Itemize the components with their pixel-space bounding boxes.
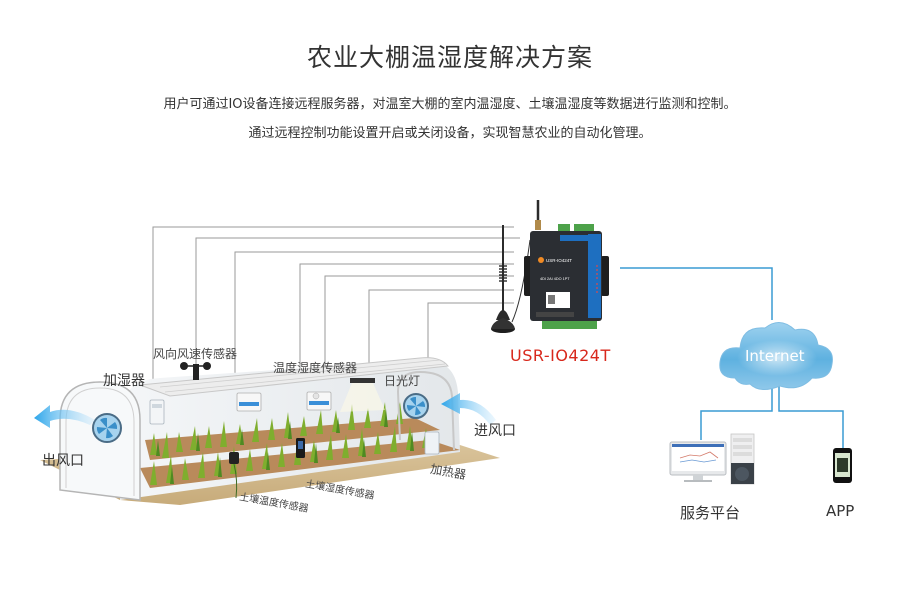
page-title: 农业大棚温湿度解决方案 — [306, 43, 593, 72]
label-app: APP — [826, 502, 855, 520]
internet-cloud-icon — [719, 322, 833, 390]
device-panel-sub: 4DI 2AI 4DO 1PT — [540, 277, 570, 281]
wire-wind-sensor — [195, 237, 520, 372]
wind-sensor-device — [180, 362, 211, 380]
humidifier-device — [149, 399, 165, 425]
server-platform-icon — [669, 433, 755, 485]
device-panel-label: USR-IO424T — [546, 258, 572, 263]
label-wind-sensor: 风向风速传感器 — [153, 347, 238, 361]
label-internet: Internet — [745, 347, 805, 365]
daylight-lamp-device — [350, 378, 375, 383]
line-device-to-cloud — [620, 267, 773, 320]
wire-humidifier — [152, 226, 514, 420]
exhaust-fan-icon — [92, 413, 122, 443]
label-air-inlet: 进风口 — [474, 423, 516, 439]
greenhouse-illustration — [34, 357, 500, 505]
subtitle-line-2: 通过远程控制功能设置开启或关闭设备，实现智慧农业的自动化管理。 — [248, 126, 652, 141]
planting-bed-1 — [145, 418, 440, 460]
heater-device — [424, 431, 440, 455]
io-device: USR-IO424T 4DI 2AI 4DO 1PT — [524, 200, 609, 329]
label-server-platform: 服务平台 — [680, 504, 741, 522]
outlet-airflow-arrow-icon — [34, 405, 95, 428]
soil-temp-sensor-device — [229, 452, 239, 464]
label-air-outlet: 出风口 — [42, 453, 84, 469]
label-daylight-lamp: 日光灯 — [384, 374, 421, 388]
wire-soil-sensor — [324, 275, 514, 410]
line-cloud-to-server — [700, 385, 773, 440]
wire-lamp — [368, 289, 514, 376]
label-humidifier: 加湿器 — [103, 373, 145, 389]
subtitle-line-1: 用户可通过IO设备连接远程服务器，对温室大棚的室内温湿度、土壤温湿度等数据进行监… — [163, 97, 737, 112]
line-cloud-to-app — [778, 385, 844, 448]
network-lines — [620, 267, 844, 448]
label-temp-humidity-sensor: 温度湿度传感器 — [273, 361, 358, 375]
mobile-app-icon — [833, 448, 852, 483]
antenna-icon — [491, 225, 531, 333]
intake-fan-icon — [403, 393, 429, 419]
inlet-airflow-arrow-icon — [441, 393, 496, 425]
device-model-label: USR-IO424T — [510, 346, 611, 365]
